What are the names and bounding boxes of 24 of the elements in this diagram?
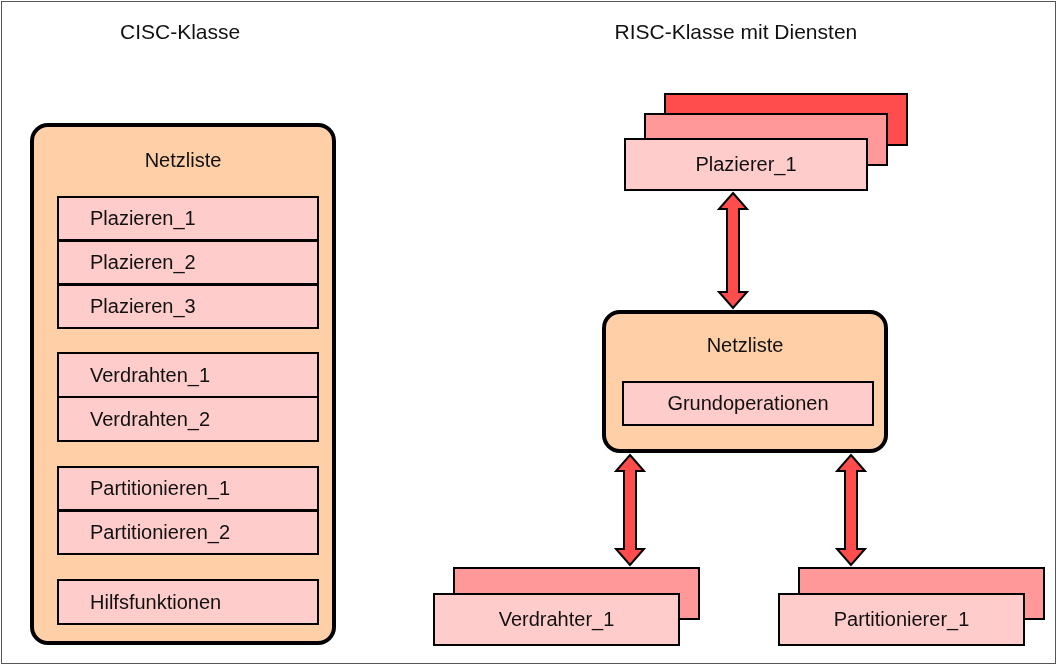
- stacked-box-drawing: [433, 567, 700, 646]
- function-box: Hilfsfunktionen: [57, 579, 319, 625]
- stacked-box-drawing: [624, 93, 908, 191]
- function-box: Verdrahten_2: [57, 396, 319, 442]
- box-heading: Netzliste: [143, 149, 223, 172]
- stacked-box-drawing: [778, 567, 1045, 646]
- function-box: Verdrahten_1: [57, 352, 319, 398]
- container-box: [30, 123, 336, 645]
- function-box: Plazieren_2: [57, 240, 319, 285]
- function-box: Partitionieren_2: [57, 510, 319, 555]
- double-arrow: [716, 191, 750, 310]
- double-arrow: [834, 453, 868, 567]
- function-box: Partitionieren_1: [57, 466, 319, 511]
- double-arrow: [613, 453, 647, 567]
- module-label: Plazierer_1: [695, 153, 797, 176]
- container-box: [602, 310, 888, 453]
- box-heading: Netzliste: [705, 334, 785, 357]
- module-label: Partitionierer_1: [833, 608, 970, 631]
- section-title: CISC-Klasse: [120, 20, 241, 44]
- function-box: Plazieren_3: [57, 284, 319, 329]
- function-box: Grundoperationen: [622, 381, 874, 426]
- section-title: RISC-Klasse mit Diensten: [614, 20, 858, 44]
- function-box: Plazieren_1: [57, 196, 319, 241]
- module-label: Verdrahter_1: [498, 608, 615, 631]
